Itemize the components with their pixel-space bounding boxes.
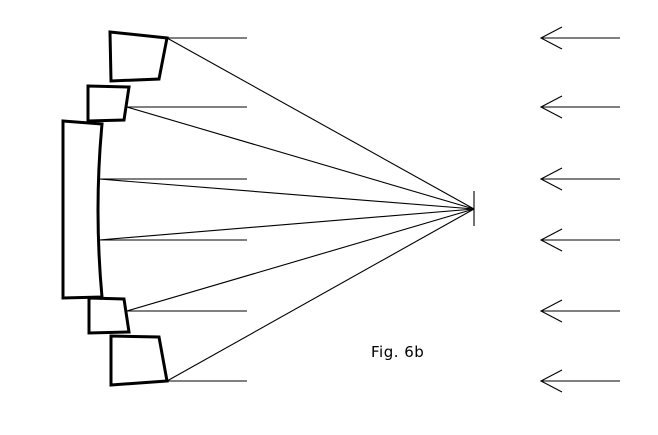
reflected-rays — [98, 37, 475, 382]
left-arrow-icon — [539, 167, 620, 191]
reflected-ray — [98, 208, 475, 241]
mirror-segment-center — [61, 119, 104, 300]
left-arrow-icon — [539, 369, 620, 393]
mirror-segment-bottom-outer — [109, 334, 169, 387]
segmented-mirror — [61, 30, 169, 387]
reflected-ray — [126, 208, 475, 312]
figure-caption: Fig. 6b — [371, 343, 425, 361]
left-arrow-icon — [539, 95, 620, 119]
reflected-ray — [98, 178, 475, 210]
mirror-segment-top-inner — [86, 84, 131, 123]
direction-arrows — [539, 26, 620, 393]
reflected-ray — [166, 37, 475, 210]
left-arrow-icon — [539, 228, 620, 252]
mirror-segment-top-outer — [108, 30, 169, 83]
left-arrow-icon — [539, 299, 620, 323]
mirror-segment-bottom-inner — [87, 296, 131, 335]
reflected-ray — [166, 208, 475, 382]
incoming-rays — [99, 37, 247, 382]
reflected-ray — [126, 106, 475, 210]
left-arrow-icon — [539, 26, 620, 50]
